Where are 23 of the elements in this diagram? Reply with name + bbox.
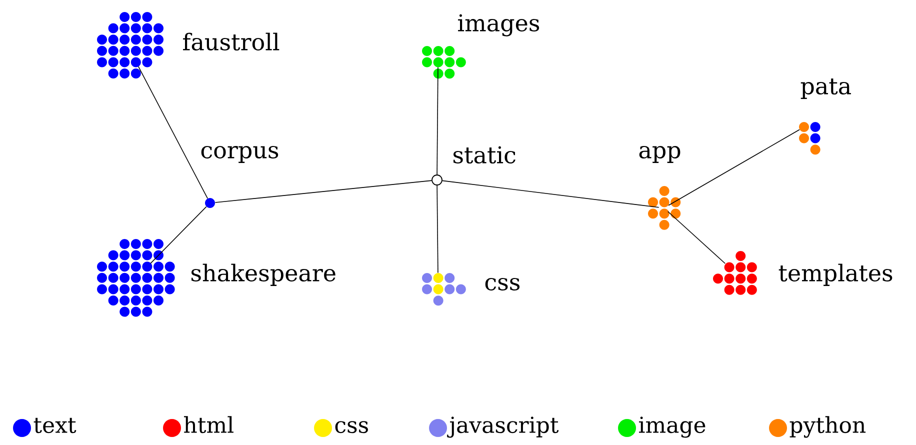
node-label: faustroll <box>183 32 280 51</box>
node-label: app <box>639 146 680 163</box>
node-label: shakespeare <box>192 264 336 286</box>
connector-line <box>138 66 208 199</box>
legend-label: html <box>184 416 234 434</box>
legend-label: javascript <box>447 416 559 438</box>
legend-label: css <box>335 421 368 434</box>
legend-label: python <box>790 416 866 438</box>
connector-line <box>436 66 438 175</box>
legend-label: image <box>639 416 706 438</box>
node-label: static <box>454 146 516 164</box>
connector-line <box>214 180 432 203</box>
legend-label: text <box>34 418 76 434</box>
node-label: templates <box>778 264 892 286</box>
node-label: css <box>485 278 520 291</box>
connector-line <box>442 180 660 208</box>
node-label: pata <box>800 78 851 99</box>
connector-line <box>668 129 800 206</box>
connector-line <box>667 211 726 264</box>
connector-line <box>436 185 438 274</box>
connector-line <box>150 206 207 264</box>
node-label: images <box>458 14 540 36</box>
node-label: corpus <box>201 146 278 163</box>
